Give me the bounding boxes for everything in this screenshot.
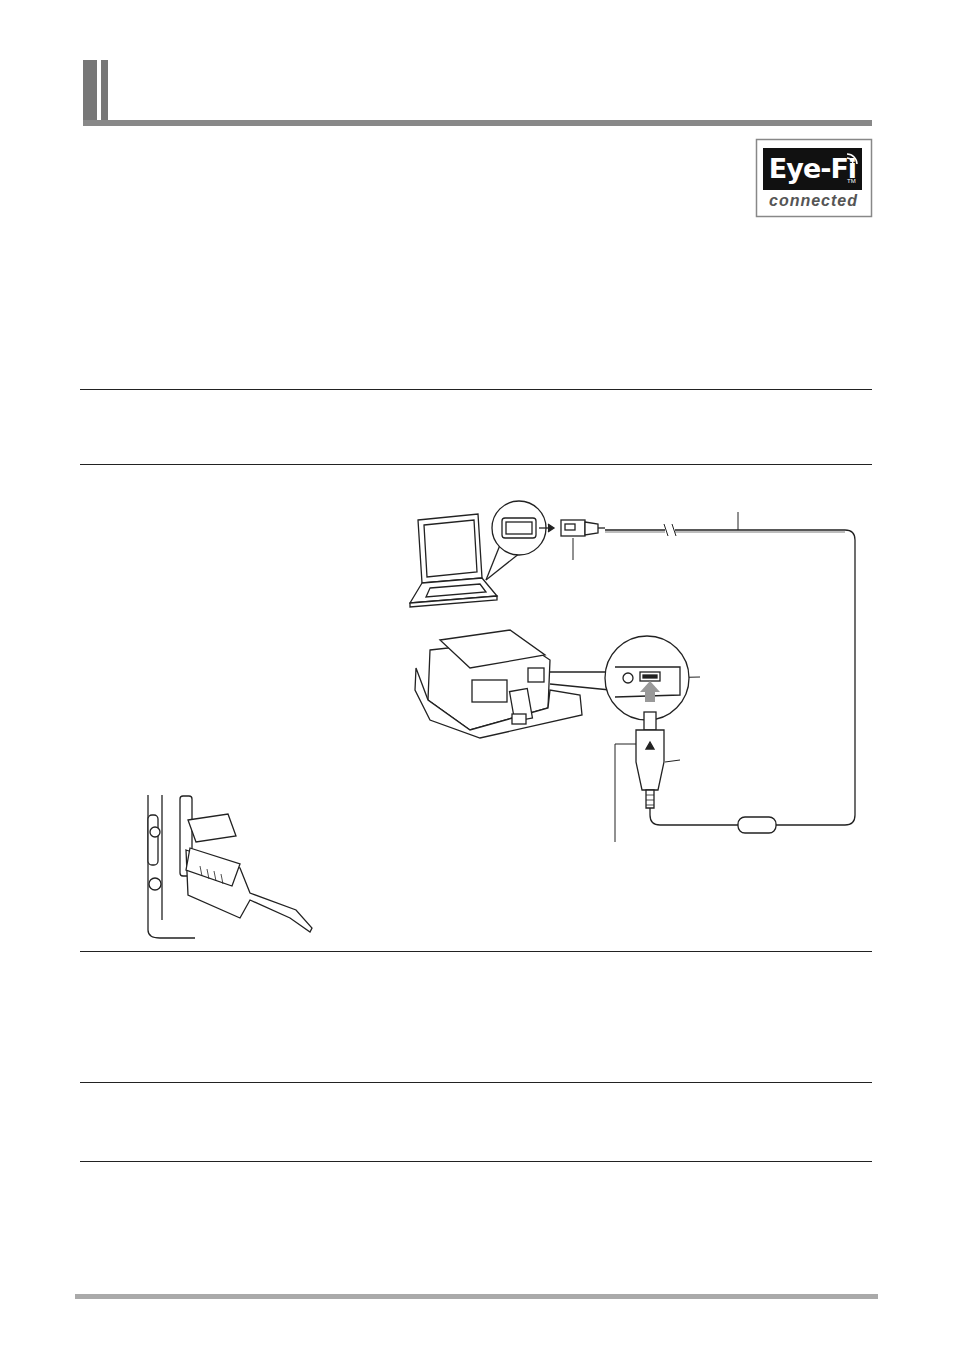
- leader-lines: [573, 512, 738, 842]
- logo-block: [763, 148, 862, 190]
- logo-wordmark: Eye-Fi: [766, 152, 859, 186]
- break-mark: [664, 524, 676, 536]
- laptop: [410, 514, 497, 607]
- mini-usb-plug: [636, 712, 664, 808]
- logo-frame: [757, 140, 872, 217]
- usb-cradle: [415, 630, 610, 738]
- usb-plug: [539, 520, 605, 536]
- cradle-port-zoom: [605, 636, 689, 720]
- section-rules: [80, 390, 872, 1162]
- header-bar: [83, 60, 97, 126]
- trademark-mark: TM: [847, 178, 856, 185]
- insert-arrow: [640, 681, 660, 702]
- ferrite-core: [738, 817, 776, 833]
- usb-port-zoom: [486, 501, 546, 580]
- logo-subtitle: connected: [760, 191, 867, 211]
- header-rule: [83, 120, 872, 126]
- footer-rule: [75, 1294, 878, 1299]
- camera-side: [148, 795, 312, 938]
- usb-cable: [605, 530, 855, 825]
- header-bar: [101, 60, 108, 126]
